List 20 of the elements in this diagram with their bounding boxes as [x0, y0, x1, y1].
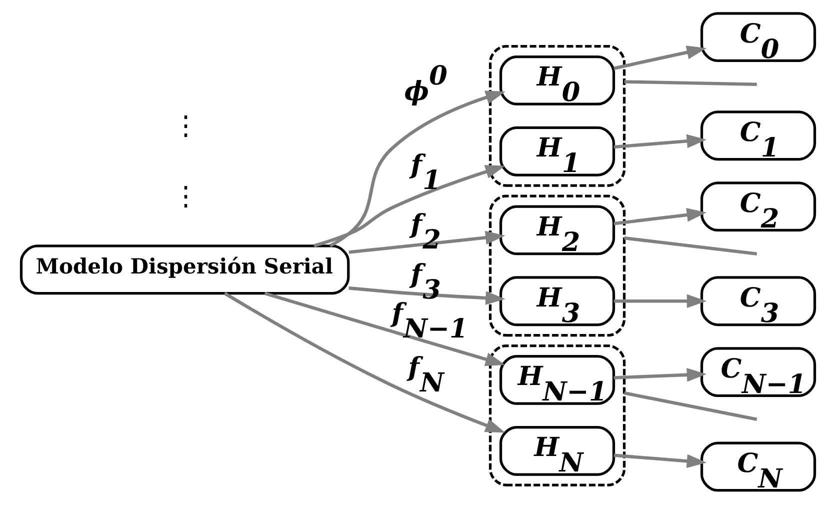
- label: ⋮: [172, 111, 198, 142]
- arrow: [264, 292, 505, 366]
- label: ⋮: [172, 182, 198, 212]
- cluster: [488, 344, 626, 486]
- arrow: [223, 292, 505, 433]
- arrow: [613, 454, 706, 468]
- arrow: [313, 165, 505, 248]
- connector: [624, 236, 757, 256]
- arrow: [328, 90, 505, 248]
- cluster: [488, 194, 626, 337]
- node-box: Modelo Dispersión Serial: [19, 244, 350, 295]
- arrow: [612, 46, 706, 70]
- arrow: [613, 294, 706, 308]
- arrow: [613, 208, 706, 226]
- arrow: [348, 286, 505, 305]
- cluster: [488, 44, 626, 187]
- connector: [623, 391, 757, 421]
- connector: [624, 80, 756, 86]
- arrow: [613, 368, 706, 382]
- arrow: [348, 230, 505, 254]
